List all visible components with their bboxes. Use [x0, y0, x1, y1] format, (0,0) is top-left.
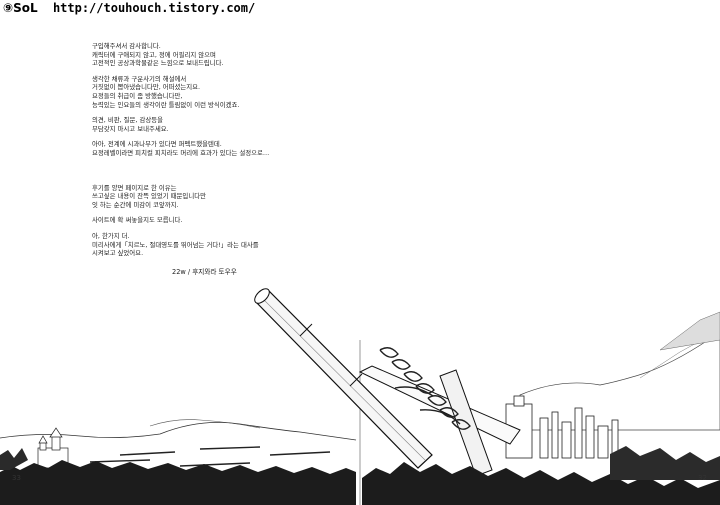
afterword-line: 거짓없이 뽑아냈습니다만, 어떠셨는지요. [92, 83, 201, 92]
afterword-line: 구입해주셔서 감사합니다. [92, 42, 161, 50]
afterword-line: 요정들의 취급이 좀 방했습니다만, [92, 91, 183, 100]
afterword-line: 후기를 양면 페이지로 한 이유는 [92, 183, 177, 192]
left-tree-cluster [0, 448, 28, 470]
page-number-left: 33 [12, 474, 21, 482]
author-signature: 22w / 후지와라 토우우 [172, 268, 237, 276]
afterword-line: 잇 하는 순간에 미감이 코앞까지. [92, 200, 179, 209]
afterword-line: 의견, 비판, 질문, 감상등을 [92, 116, 163, 125]
watermark: ⑨SoL http://touhouch.tistory.com/ [3, 1, 255, 15]
factory-towers [505, 395, 619, 459]
mountain-peak [659, 311, 720, 351]
right-forest [362, 462, 720, 505]
afterword-line: 쓰고싶은 내용이 잔뜩 있었기 때문입니다만 [92, 192, 206, 201]
afterword-line: 캐릭터에 구애되지 않고, 정에 어필리지 않으며 [92, 50, 216, 59]
watermark-brand: ⑨SoL [3, 1, 38, 15]
afterword-text: 구입해주셔서 감사합니다. 캐릭터에 구애되지 않고, 정에 어필리지 않으며 … [92, 42, 352, 265]
rope-binding [379, 347, 471, 430]
afterword-paragraph: 구입해주셔서 감사합니다. 캐릭터에 구애되지 않고, 정에 어필리지 않으며 … [92, 42, 352, 68]
afterword-line: 부담갖지 마시고 보내주세요. [92, 124, 169, 133]
afterword-line: 요정레벨이라면 피치컬 피치라도 머리에 효과가 있다는 설정으로… [92, 148, 270, 157]
right-mountain [519, 331, 720, 431]
afterword-line: 아, 한가지 더. [92, 231, 130, 240]
page-number-right: 32 [698, 474, 707, 482]
left-forest [0, 460, 356, 505]
afterword-paragraph: 후기를 양면 페이지로 한 이유는 쓰고싶은 내용이 잔뜩 있었기 때문입니다만… [92, 184, 352, 210]
afterword-line: 시켜보고 싶었어요. [92, 249, 144, 258]
afterword-paragraph: 아, 한가지 더. 미리사에게「치르노, 절대영도를 뛰어넘는 거다!」라는 대… [92, 232, 352, 258]
left-cloud-strokes [89, 446, 331, 467]
afterword-paragraph: 의견, 비판, 질문, 감상등을 부담갖지 마시고 보내주세요. [92, 116, 352, 133]
afterword-line: 고전적인 공상과학물같은 느낌으로 보내드립니다. [92, 59, 224, 68]
afterword-line: 사이트에 확 써놓을지도 모릅니다. [92, 216, 183, 225]
afterword-line: 미리사에게「치르노, 절대영도를 뛰어넘는 거다!」라는 대사를 [92, 240, 259, 249]
right-forest-back [610, 446, 720, 480]
afterword-line: 생각한 채류과 구운사기의 해설에서 [92, 74, 187, 83]
watermark-url: http://touhouch.tistory.com/ [52, 1, 256, 15]
left-hill [149, 419, 261, 429]
afterword-paragraph: 아아, 전계에 시과나무가 있다면 퍼펙트했을텐데. 요정레벨이라면 피치컬 피… [92, 140, 352, 157]
bamboo-pole [254, 288, 433, 469]
afterword-line: 아아, 전계에 시과나무가 있다면 퍼펙트했을텐데. [92, 140, 222, 149]
afterword-line: 능력있는 인요들의 생각이란 틀림없이 이런 방식이겠죠. [92, 100, 240, 109]
afterword-paragraph: 생각한 채류과 구운사기의 해설에서 거짓없이 뽑아냈습니다만, 어떠셨는지요.… [92, 75, 352, 109]
afterword-paragraph: 사이트에 확 써놓을지도 모릅니다. [92, 216, 352, 225]
